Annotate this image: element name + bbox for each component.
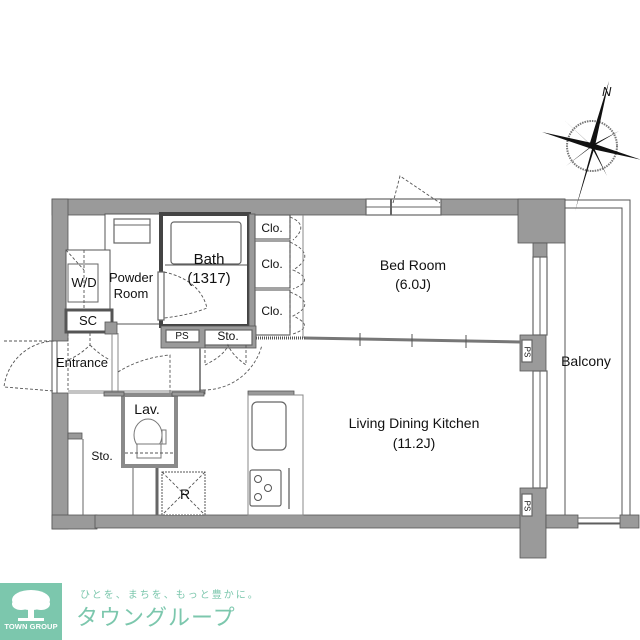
bath-label: Bath xyxy=(194,251,225,268)
wd-label: W/D xyxy=(71,275,96,290)
powder-room-label-2: Room xyxy=(114,286,149,301)
logo-tag: TOWN GROUP xyxy=(4,622,58,631)
bedroom-size: (6.0J) xyxy=(395,276,431,292)
bedroom-label: Bed Room xyxy=(380,257,446,273)
ldk-size: (11.2J) xyxy=(393,435,436,451)
slogan: ひとを、まちを、もっと豊かに。 xyxy=(80,590,260,601)
tree-icon xyxy=(12,590,50,621)
powder-room-label-1: Powder xyxy=(109,270,154,285)
ldk-label: Living Dining Kitchen xyxy=(349,415,480,431)
brand-name: タウングループ xyxy=(76,606,236,631)
ps-top-label: PS xyxy=(175,331,189,342)
closet-label-1: Clo. xyxy=(261,221,282,235)
closet-label-2: Clo. xyxy=(261,257,282,271)
north-label: N xyxy=(602,84,612,99)
refrigerator-label: R xyxy=(180,486,190,502)
sto-top-label: Sto. xyxy=(217,329,238,343)
compass-rose-icon: N xyxy=(542,81,640,211)
ps-right-bottom-label: PS xyxy=(523,501,532,512)
sc-label: SC xyxy=(79,313,97,328)
sto-bottom-label: Sto. xyxy=(91,449,112,463)
closets xyxy=(254,214,306,336)
entrance-label: Entrance xyxy=(56,355,108,370)
closet-label-3: Clo. xyxy=(261,304,282,318)
ps-right-top-label: PS xyxy=(523,347,532,358)
exterior-walls xyxy=(51,198,640,559)
lav-label: Lav. xyxy=(134,401,159,417)
balcony-label: Balcony xyxy=(561,353,611,369)
bath-size: (1317) xyxy=(187,270,230,287)
